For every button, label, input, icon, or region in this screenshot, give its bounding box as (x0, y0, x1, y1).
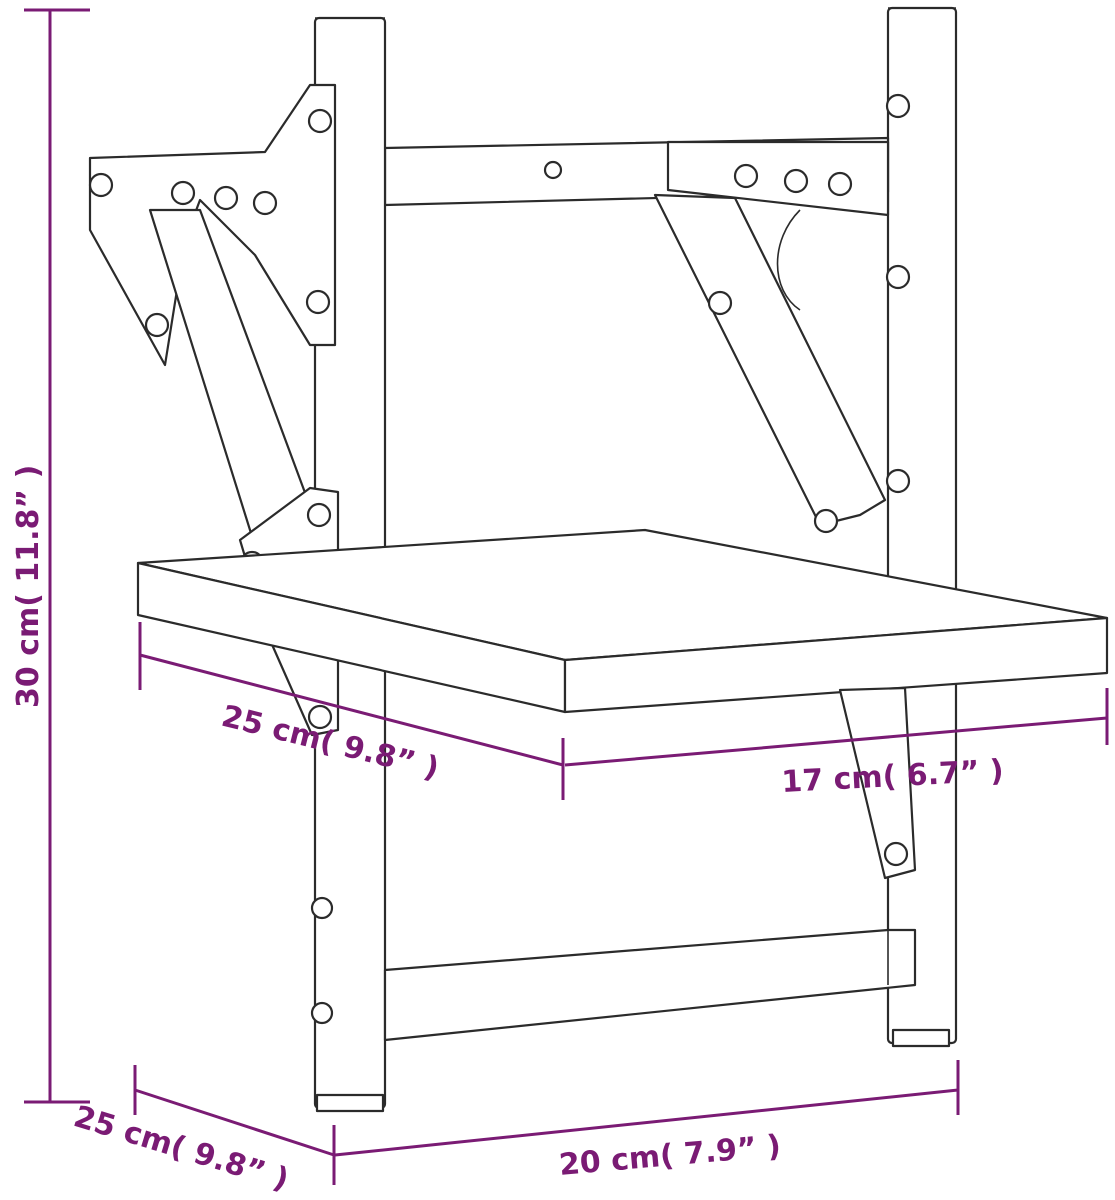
shelf-board (136, 528, 1109, 714)
dimension-lines (24, 8, 1109, 1185)
height-label: 30 cm( 11.8” ) (11, 465, 46, 708)
bottom-crossbar (383, 928, 917, 1042)
bottom-width-label: 20 cm( 7.9” ) (558, 1129, 783, 1183)
bottom-depth-label: 25 cm( 9.8” ) (70, 1099, 293, 1198)
right-upper-bracket (653, 93, 911, 534)
right-rail (886, 6, 958, 1048)
upper-width-label: 17 cm( 6.7” ) (781, 753, 1005, 800)
